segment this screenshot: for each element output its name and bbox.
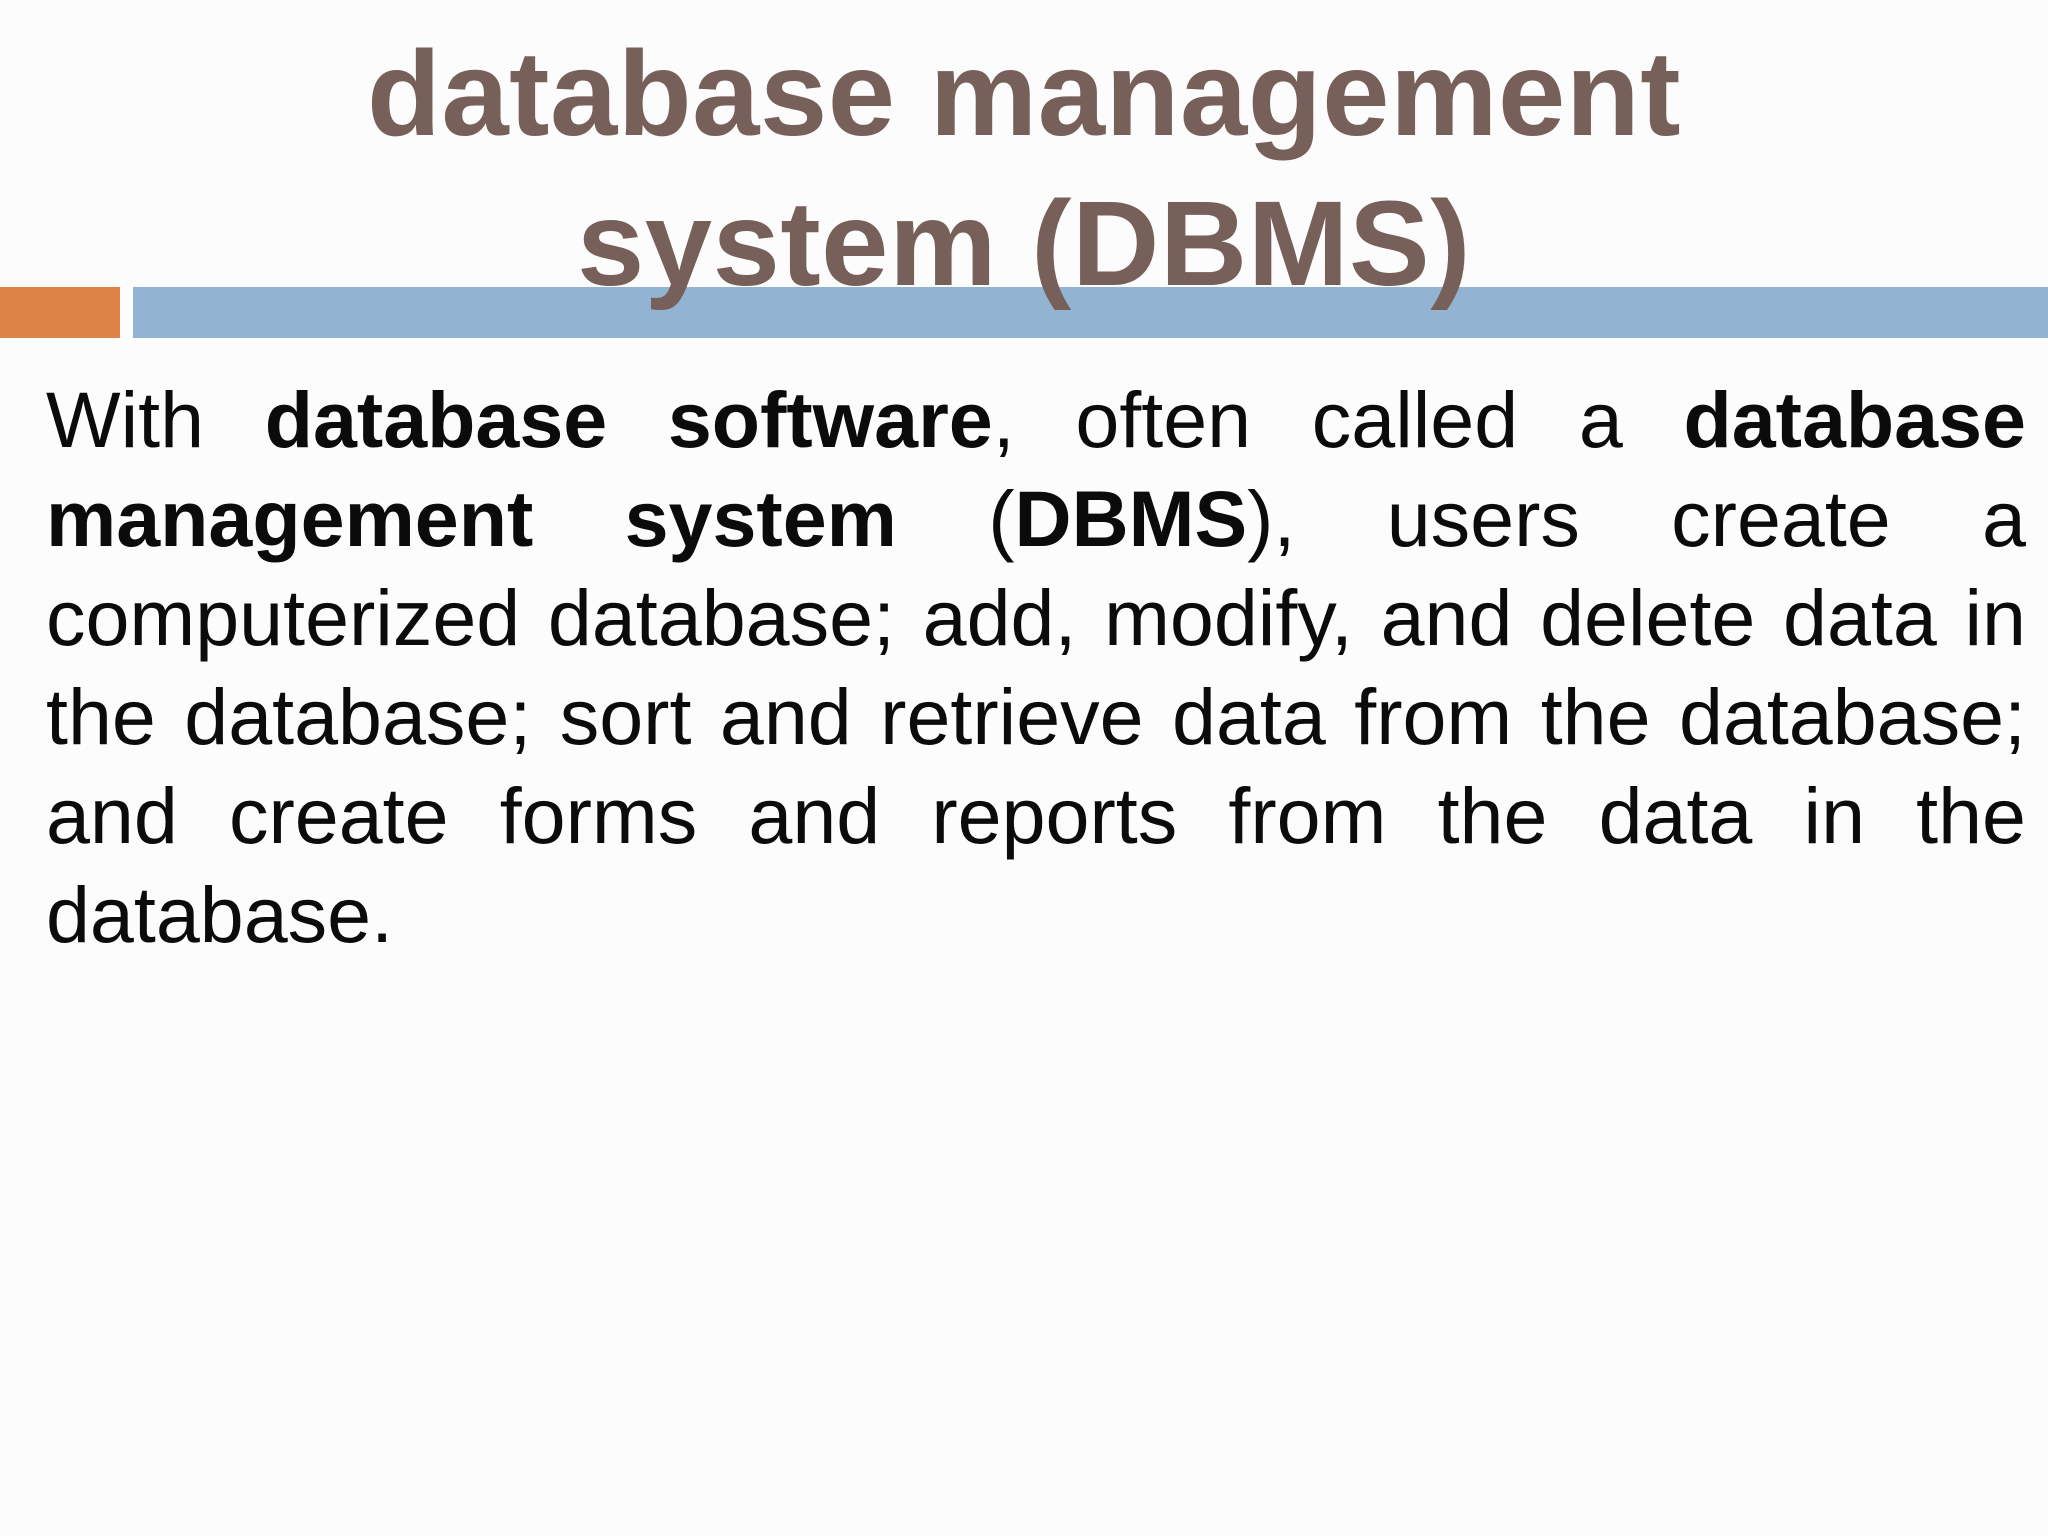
term-database-software: database software	[264, 375, 993, 464]
body-text-2: , often called a	[992, 375, 1684, 464]
blue-accent-bar	[133, 287, 2048, 338]
body-text-1: With	[46, 375, 265, 464]
term-dbms-acronym: DBMS	[1014, 474, 1248, 563]
orange-accent-bar	[0, 287, 120, 338]
slide-title: database management system (DBMS)	[0, 18, 2048, 318]
term-dbms-full: database management system	[46, 375, 2026, 563]
title-line-2: system (DBMS)	[576, 175, 1472, 311]
body-paragraph: With database software, often called a d…	[46, 370, 2026, 964]
body-text-4: ), users create a computerized database;…	[46, 474, 2026, 959]
title-line-1: database management	[366, 25, 1682, 161]
body-text-3: (	[896, 474, 1015, 563]
